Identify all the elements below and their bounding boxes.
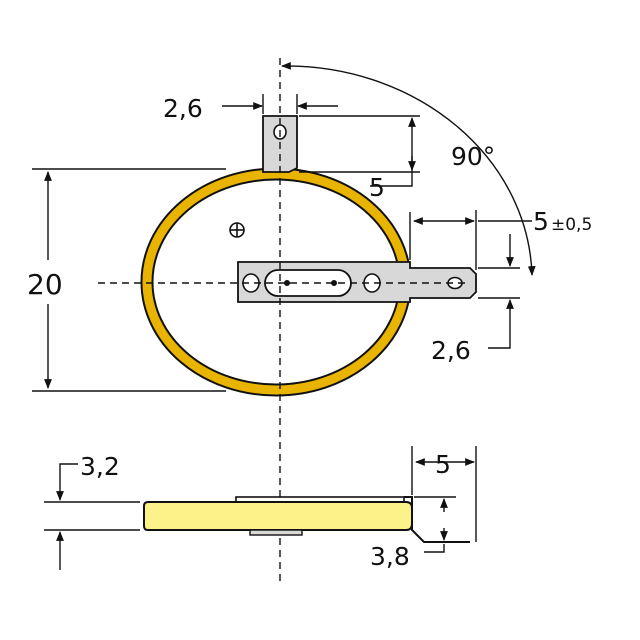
dimension-angle: 90° — [281, 61, 536, 276]
plus-in-circle-icon — [229, 222, 245, 238]
angle-label: 90° — [451, 142, 495, 171]
side-tab-width-label: 2,6 — [431, 336, 471, 365]
dimension-height: 20 — [27, 168, 226, 392]
side-thickness-label: 3,2 — [80, 452, 120, 481]
slot-dot-left — [284, 280, 290, 286]
side-lead-height-label: 3,8 — [370, 542, 410, 571]
tab-width-top-label: 2,6 — [163, 94, 203, 123]
dimension-side-thickness: 3,2 — [44, 452, 140, 570]
side-tab-length-tol: ±0,5 — [551, 215, 592, 235]
dimension-side-tab-length: 5 ±0,5 — [409, 207, 592, 270]
dimension-side-tab-offset: 5 — [411, 446, 477, 542]
dimension-tab-width-top: 2,6 — [163, 94, 338, 123]
side-tab-length-main: 5 — [533, 207, 549, 236]
dimension-side-lead-height: 3,8 — [370, 496, 456, 571]
dimension-side-tab-width: 2,6 — [431, 234, 520, 365]
coin-cell-side-view — [143, 496, 470, 543]
tab-height-label: 5 — [369, 173, 385, 202]
dimension-tab-height: 5 — [299, 115, 420, 202]
side-tab-offset-label: 5 — [435, 450, 451, 479]
slot-dot-right — [331, 280, 337, 286]
height-label: 20 — [27, 268, 63, 301]
